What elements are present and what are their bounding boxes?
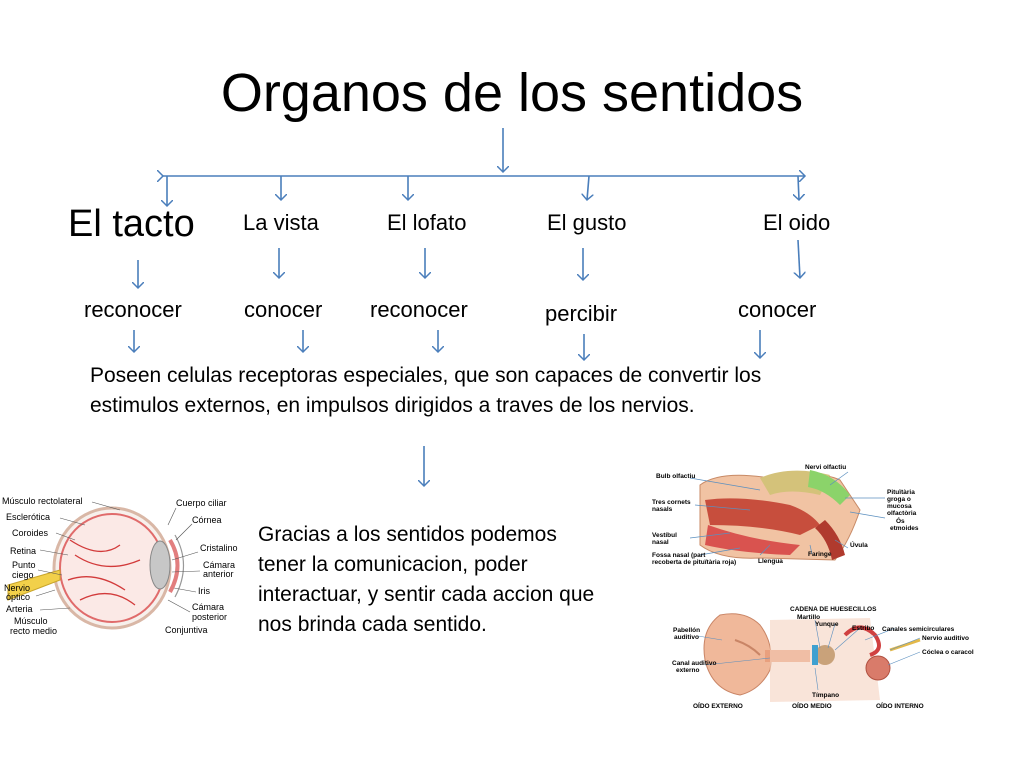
diagram-label: Tímpano — [812, 692, 839, 699]
diagram-label: Músculo — [14, 616, 48, 626]
sense-tacto: El tacto — [68, 203, 195, 245]
diagram-label: Nervio auditivo — [922, 635, 969, 642]
diagram-label: Retina — [10, 546, 36, 556]
diagram-label: Nervio — [4, 583, 30, 593]
diagram-label: Cuerpo ciliar — [176, 498, 227, 508]
diagram-label: Canal auditivo — [672, 660, 716, 667]
diagram-label: recoberta de pituïtària roja) — [652, 559, 736, 566]
diagram-label: Pituïtària — [887, 489, 915, 496]
diagram-label: ciego — [12, 570, 34, 580]
diagram-label: Esclerótica — [6, 512, 50, 522]
diagram-label: nasals — [652, 506, 673, 513]
verb-gusto: percibir — [545, 301, 618, 326]
diagram-label: auditivo — [674, 634, 699, 641]
diagram-label: Cámara — [203, 560, 235, 570]
diagram-label: Bulb olfactiu — [656, 473, 695, 480]
sense-oido: El oido — [763, 210, 831, 235]
diagram-label: Cristalino — [200, 543, 238, 553]
sense-olfato: El lofato — [387, 210, 467, 235]
diagram-label: Fossa nasal (part — [652, 552, 706, 559]
verb-tacto: reconocer — [84, 297, 182, 322]
diagram-label: Yunque — [815, 621, 839, 628]
diagram-label: Conjuntiva — [165, 625, 208, 635]
diagram-label: anterior — [203, 569, 234, 579]
paragraph-communication: Gracias a los sentidos podemos tener la … — [258, 523, 595, 636]
diagram-label: Llengua — [758, 558, 783, 565]
verb-olfato: reconocer — [370, 297, 468, 322]
diagram-label: Nervi olfactiu — [805, 464, 846, 471]
diagram-label: etmoides — [890, 525, 919, 532]
diagram-label: Punto — [12, 560, 36, 570]
page-title: Organos de los sentidos — [220, 63, 804, 123]
diagram-label: Coroides — [12, 528, 49, 538]
diagram-label: externo — [676, 667, 700, 674]
diagram-label: OÍDO MEDIO — [792, 701, 832, 710]
diagram-label: nasal — [652, 539, 669, 546]
diagram-label: óptico — [6, 592, 30, 602]
diagram-label: OÍDO INTERNO — [876, 701, 924, 710]
paragraph-receptors: Poseen celulas receptoras especiales, qu… — [90, 364, 762, 417]
sense-vista: La vista — [243, 210, 319, 235]
diagram-label: posterior — [192, 612, 227, 622]
diagram-label: Ós — [896, 516, 905, 525]
diagram-label: OÍDO EXTERNO — [693, 701, 743, 710]
diagram-label: Úvula — [850, 540, 868, 549]
diagram-label: mucosa — [887, 503, 912, 510]
diagram-label: Tres cornets — [652, 499, 691, 506]
diagram-label: Cámara — [192, 602, 224, 612]
diagram-label: Faringe — [808, 551, 832, 558]
diagram-label: Vestíbul — [652, 532, 677, 539]
diagram-label: recto medio — [10, 626, 57, 636]
diagram-label: Córnea — [192, 515, 222, 525]
diagram-label: Pabellón — [673, 627, 700, 634]
diagram-label: CADENA DE HUESECILLOS — [790, 606, 877, 613]
diagram-label: Iris — [198, 586, 210, 596]
diagram-label: Martillo — [797, 614, 820, 621]
diagram-label: Estribo — [852, 625, 874, 632]
diagram-label: Arteria — [6, 604, 33, 614]
eye-label: Músculo rectolateral — [2, 496, 83, 506]
diagram-label: groga o — [887, 496, 911, 503]
diagram-label: Canales semicirculares — [882, 626, 955, 633]
sense-gusto: El gusto — [547, 210, 627, 235]
verb-vista: conocer — [244, 297, 323, 322]
diagram-label: Cóclea o caracol — [922, 649, 974, 656]
verb-oido: conocer — [738, 297, 817, 322]
diagram-label: olfactòria — [887, 510, 917, 517]
